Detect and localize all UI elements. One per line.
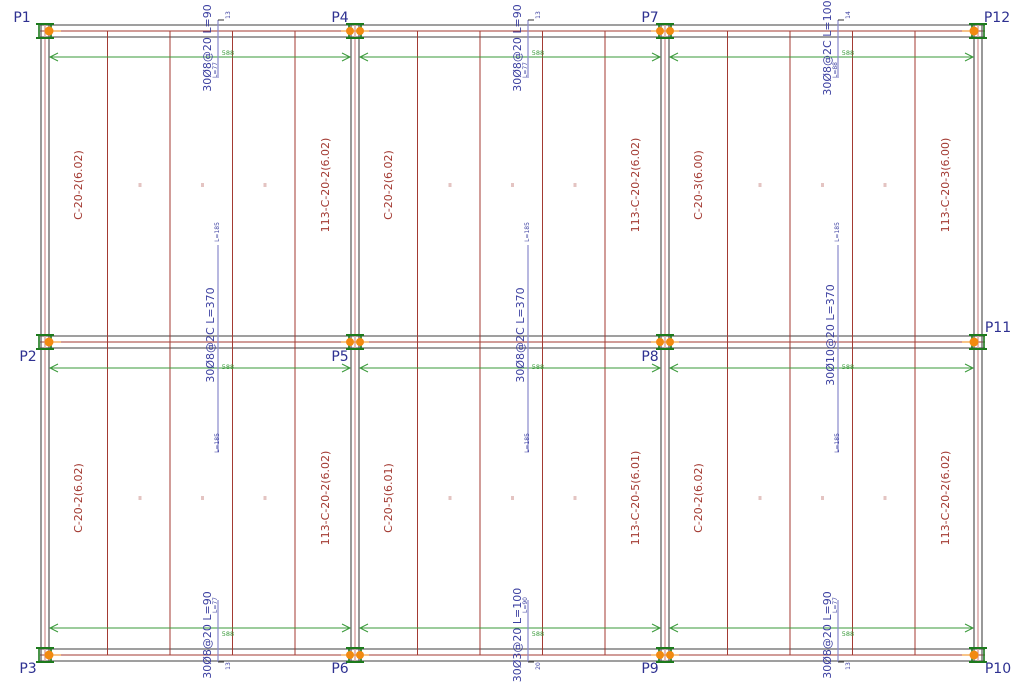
slab-label-right: 113-C-20-5(6.01) xyxy=(629,451,642,546)
arrow-right-icon xyxy=(964,363,975,373)
dimension-label: 588 xyxy=(842,363,854,371)
dimension-label: 588 xyxy=(532,363,544,371)
rebar-label: 30Ø8@2C L=370 xyxy=(204,287,217,382)
rebar-hook-label: 20 xyxy=(535,662,542,670)
column-label-p11: P11 xyxy=(985,320,1011,336)
column-label-p1: P1 xyxy=(13,10,30,26)
dimension-label: 588 xyxy=(532,49,544,57)
column-label-p8: P8 xyxy=(641,349,658,365)
rebar-end-label: L=185 xyxy=(524,222,531,242)
column-label-p7: P7 xyxy=(641,10,658,26)
arrow-left-icon xyxy=(48,52,59,62)
rebar-end-label: L=185 xyxy=(214,433,221,453)
slab-label-right: 113-C-20-2(6.02) xyxy=(939,451,952,546)
rebar-label: 30Ø8@20 L=90 xyxy=(201,4,214,92)
arrow-left-icon xyxy=(668,363,679,373)
arrow-right-icon xyxy=(651,623,662,633)
rebar-hook-label: 14 xyxy=(845,11,852,19)
arrow-left-icon xyxy=(668,52,679,62)
dimension-label: 588 xyxy=(222,630,234,638)
arrow-left-icon xyxy=(48,363,59,373)
rebar-leg-label: L=77 xyxy=(522,62,529,78)
rebar-label: 30Ø8@2C L=100 xyxy=(821,0,834,95)
arrow-left-icon xyxy=(358,363,369,373)
arrow-left-icon xyxy=(358,623,369,633)
rebar-leg-label: L=88 xyxy=(832,62,839,78)
rebar-leg-label: L=90 xyxy=(522,597,529,613)
slab-label-left: C-20-5(6.01) xyxy=(382,463,395,533)
rebar-end-label: L=185 xyxy=(834,222,841,242)
rebar-label: 30Ø3@20 L=100 xyxy=(511,588,524,683)
arrow-right-icon xyxy=(964,623,975,633)
rebar-end-label: L=185 xyxy=(834,433,841,453)
column-label-p9: P9 xyxy=(641,661,658,677)
rebar-hook-label: 13 xyxy=(225,662,232,670)
dimension-label: 588 xyxy=(842,630,854,638)
rebar-label: 30Ø8@20 L=90 xyxy=(511,4,524,92)
dimension-label: 588 xyxy=(222,363,234,371)
column-label-p3: P3 xyxy=(19,661,36,677)
arrow-left-icon xyxy=(48,623,59,633)
rebar-end-label: L=185 xyxy=(524,433,531,453)
arrow-right-icon xyxy=(341,52,352,62)
slab-label-left: C-20-2(6.02) xyxy=(382,150,395,220)
arrow-left-icon xyxy=(668,623,679,633)
rebar-label: 30Ø10@20 L=370 xyxy=(824,284,837,386)
column-label-p4: P4 xyxy=(331,10,348,26)
arrow-right-icon xyxy=(651,52,662,62)
rebar-end-label: L=185 xyxy=(214,222,221,242)
slab-label-right: 113-C-20-2(6.02) xyxy=(319,451,332,546)
slab-label-left: C-20-2(6.02) xyxy=(72,150,85,220)
rebar-leg-label: L=77 xyxy=(212,62,219,78)
arrow-left-icon xyxy=(358,52,369,62)
rebar-hook-label: 13 xyxy=(225,11,232,19)
slab-label-right: 113-C-20-2(6.02) xyxy=(319,138,332,233)
rebar-label: 30Ø8@20 L=90 xyxy=(201,591,214,679)
rebar-hook-label: 13 xyxy=(535,11,542,19)
slab-label-left: C-20-3(6.00) xyxy=(692,150,705,220)
column-label-p10: P10 xyxy=(985,661,1011,677)
rebar-leg-label: L=77 xyxy=(832,597,839,613)
rebar-label: 30Ø8@2C L=370 xyxy=(514,287,527,382)
arrow-right-icon xyxy=(341,363,352,373)
arrow-right-icon xyxy=(964,52,975,62)
dimension-label: 588 xyxy=(222,49,234,57)
rebar-label: 30Ø8@20 L=90 xyxy=(821,591,834,679)
slab-label-right: 113-C-20-2(6.02) xyxy=(629,138,642,233)
column-label-p2: P2 xyxy=(19,349,36,365)
dimension-label: 588 xyxy=(532,630,544,638)
rebar-leg-label: L=77 xyxy=(212,597,219,613)
slab-label-left: C-20-2(6.02) xyxy=(692,463,705,533)
column-label-p5: P5 xyxy=(331,349,348,365)
arrow-right-icon xyxy=(651,363,662,373)
column-label-p6: P6 xyxy=(331,661,348,677)
slab-label-right: 113-C-20-3(6.00) xyxy=(939,138,952,233)
slab-label-left: C-20-2(6.02) xyxy=(72,463,85,533)
dimension-label: 588 xyxy=(842,49,854,57)
arrow-right-icon xyxy=(341,623,352,633)
column-label-p12: P12 xyxy=(984,10,1010,26)
rebar-hook-label: 13 xyxy=(845,662,852,670)
